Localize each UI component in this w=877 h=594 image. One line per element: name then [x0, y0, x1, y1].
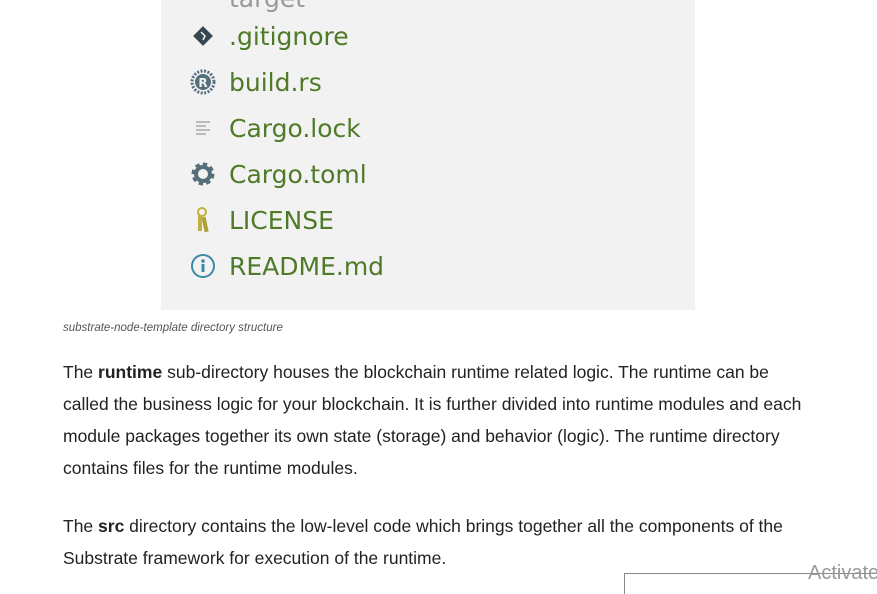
tree-item-gitignore: .gitignore: [189, 16, 349, 56]
tree-item-license: LICENSE: [189, 200, 334, 240]
directory-tree-image: target .gitignore R build.rs Cargo.lock …: [161, 0, 695, 310]
rust-icon: R: [189, 68, 217, 96]
tree-item-cargo-toml: Cargo.toml: [189, 154, 367, 194]
lines-icon: [189, 114, 217, 142]
paragraph-runtime: The runtime sub-directory houses the blo…: [63, 362, 802, 478]
paragraph-src: The src directory contains the low-level…: [63, 516, 783, 568]
svg-text:R: R: [198, 76, 207, 90]
tree-item-build-rs: R build.rs: [189, 62, 322, 102]
git-icon: [189, 22, 217, 50]
activate-watermark: Activate: [808, 562, 877, 584]
tree-item-readme: README.md: [189, 246, 384, 286]
tree-item-cargo-lock: Cargo.lock: [189, 108, 361, 148]
image-caption: substrate-node-template directory struct…: [63, 322, 283, 334]
keys-icon: [189, 206, 217, 234]
gear-icon: [189, 160, 217, 188]
folder-icon: [189, 0, 217, 12]
tree-item-target: target: [189, 0, 305, 18]
info-icon: [189, 252, 217, 280]
